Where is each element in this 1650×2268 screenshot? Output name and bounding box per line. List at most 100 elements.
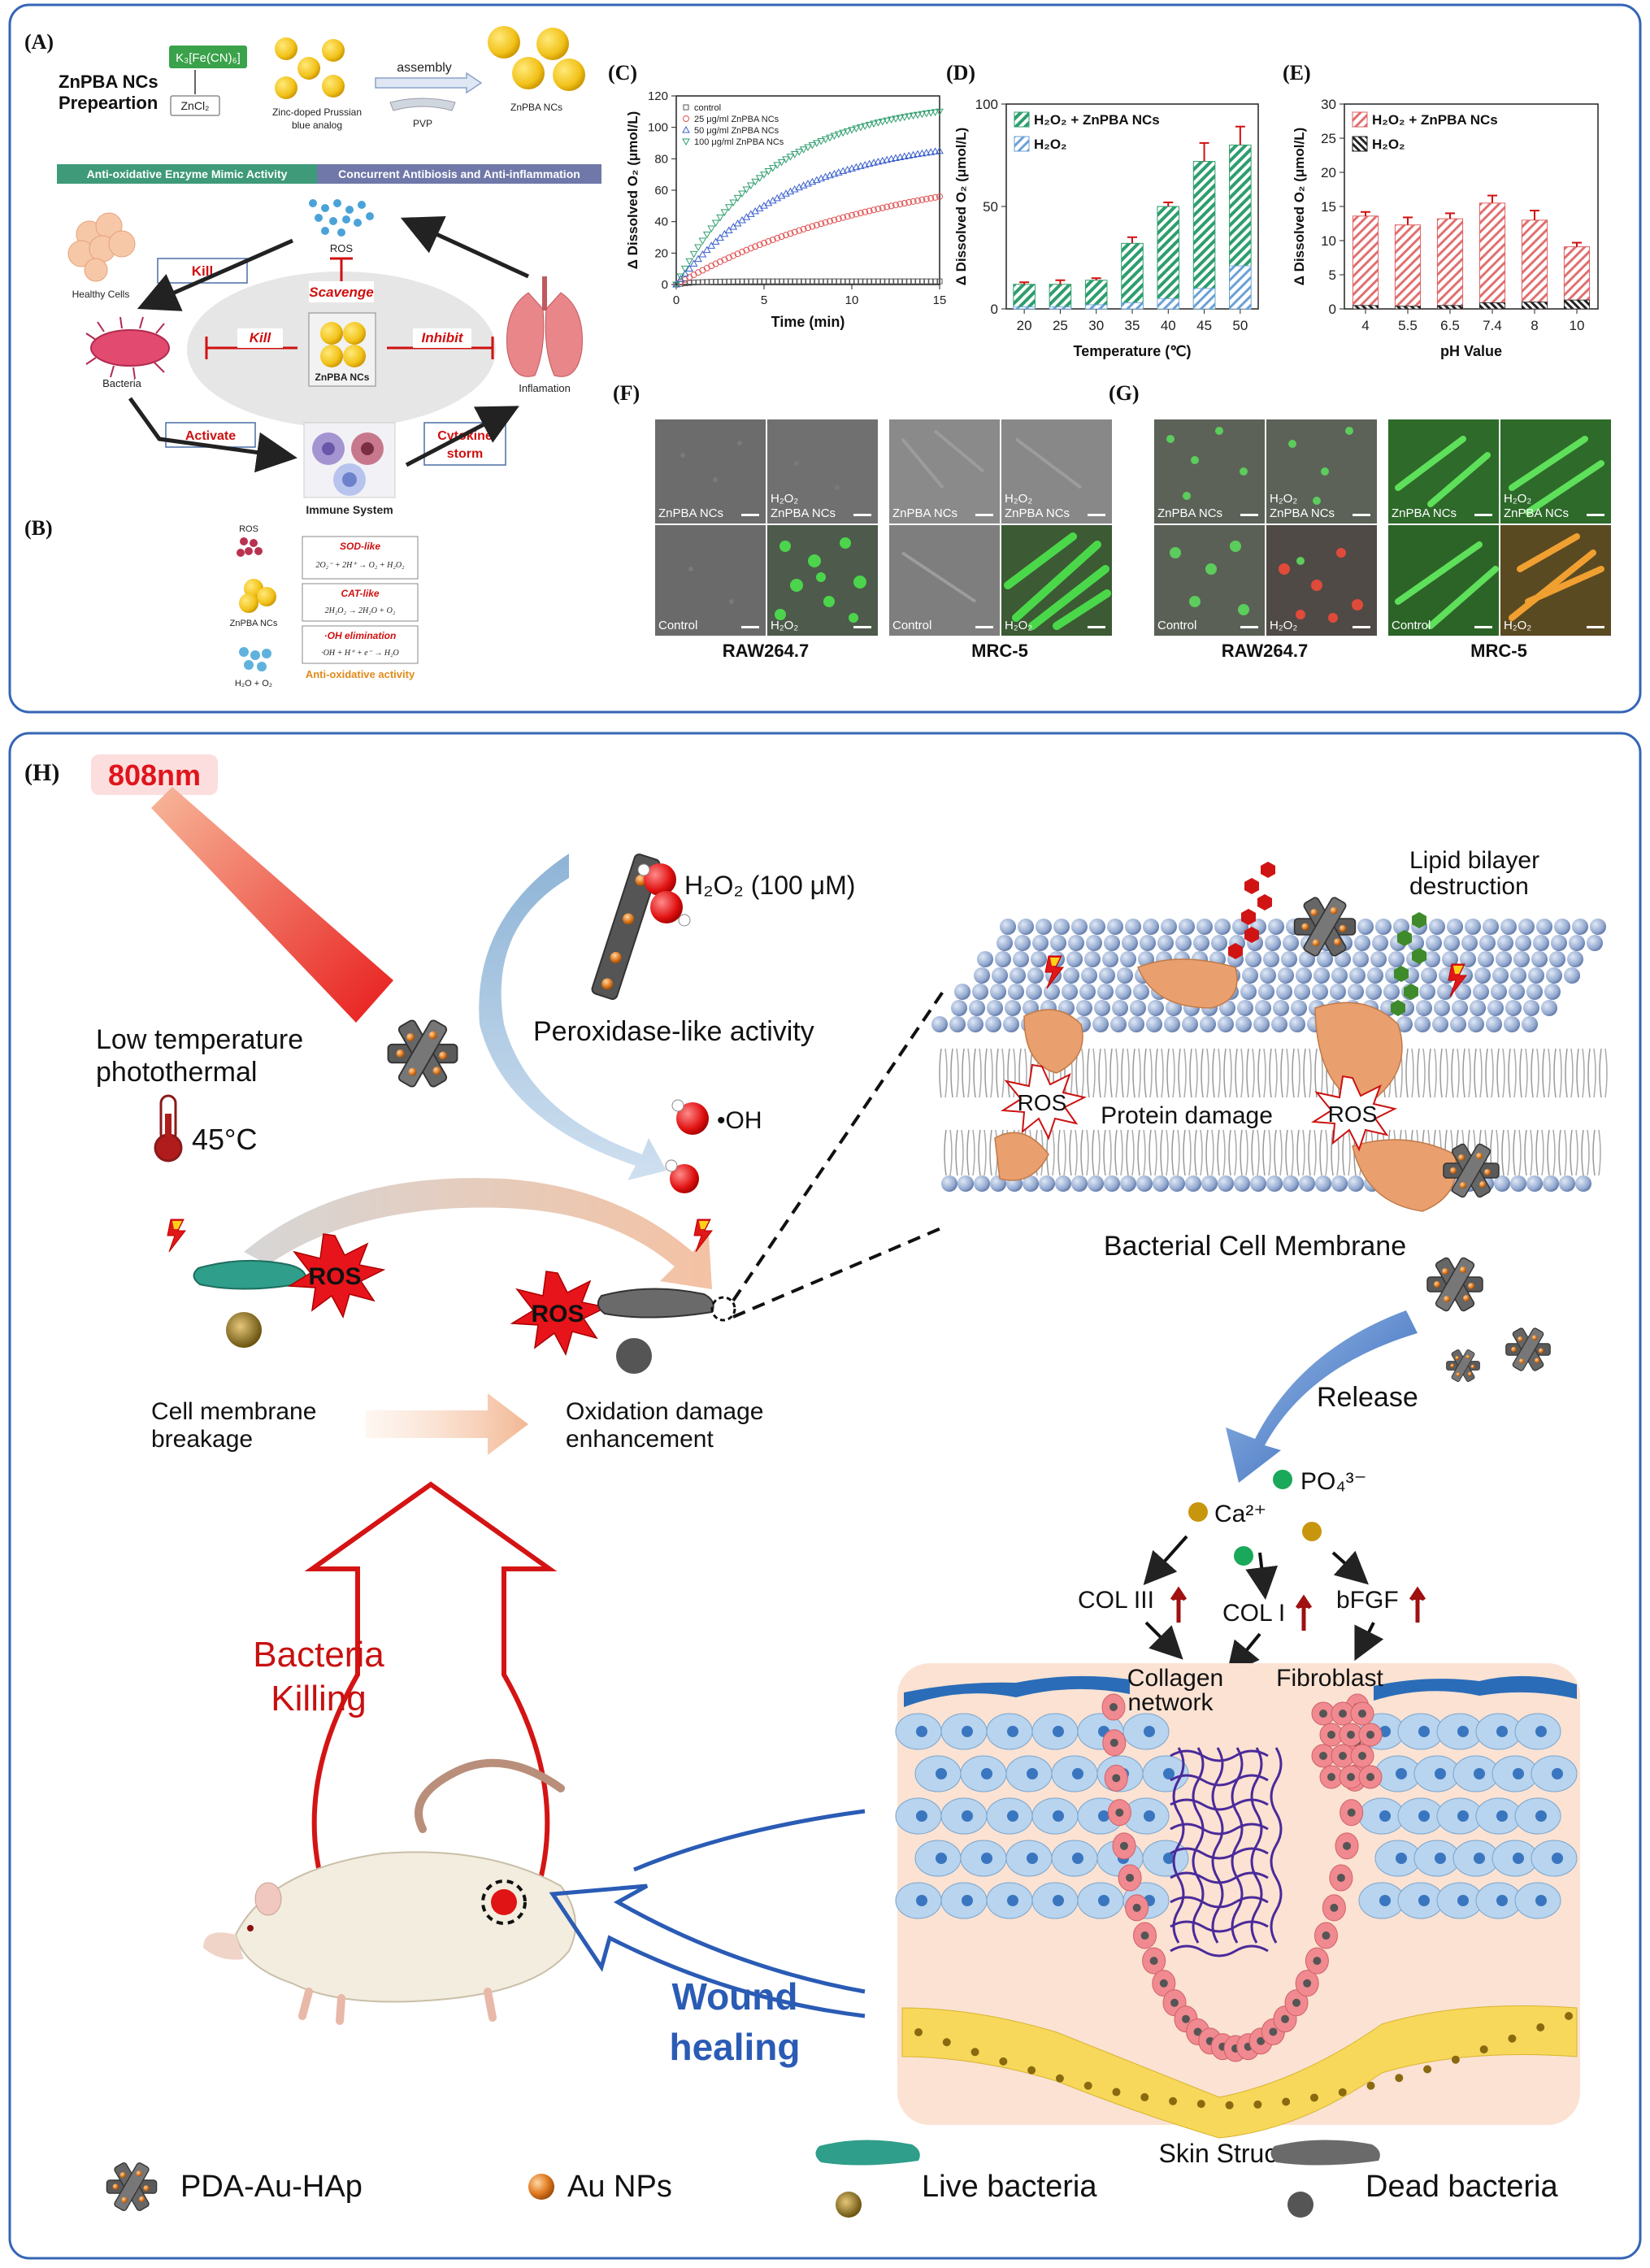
data-point <box>742 186 751 193</box>
kill-label-2: Killing <box>271 1679 366 1718</box>
lipid-tail <box>1252 1048 1255 1098</box>
lipid-head <box>1066 951 1083 967</box>
lipid-head <box>1112 1000 1128 1016</box>
lipid-head <box>1291 1000 1307 1016</box>
dermis-nucleus <box>1027 2066 1036 2075</box>
lipid-head <box>1014 935 1031 951</box>
legend-live-rod-icon <box>815 2140 920 2166</box>
h2o2-label: H₂O₂ (100 μM) <box>684 871 855 900</box>
data-point <box>751 178 760 186</box>
data-point <box>777 159 786 167</box>
data-point <box>896 153 905 160</box>
cell-nucleus <box>916 1895 927 1906</box>
data-point <box>691 280 697 286</box>
lipid-tail <box>1171 1129 1175 1176</box>
data-point <box>747 245 754 252</box>
data-point <box>897 201 904 208</box>
lipid-head <box>1424 951 1440 967</box>
lipid-head <box>1543 1175 1559 1192</box>
f-mrc-h2o2-znpba <box>1001 419 1112 524</box>
lipid-head <box>1473 984 1489 1000</box>
lipid-head <box>1260 967 1276 984</box>
data-point <box>672 281 680 289</box>
prussian-label-1: Zinc-doped Prussian <box>272 106 362 118</box>
data-point <box>818 278 824 285</box>
data-point <box>927 110 936 117</box>
lipid-head <box>1094 1000 1110 1016</box>
data-point <box>770 278 776 285</box>
lipid-head <box>1079 984 1096 1000</box>
lipid-tail <box>1183 1129 1186 1176</box>
f-mrc-label: MRC-5 <box>971 641 1028 661</box>
dermis-nucleus <box>1055 2074 1064 2083</box>
dermis-nucleus <box>1309 2093 1318 2102</box>
data-point <box>896 115 905 122</box>
data-point <box>716 214 724 222</box>
lipid-head <box>1421 967 1437 984</box>
data-point <box>927 278 934 285</box>
data-point <box>856 162 865 169</box>
lipid-tail <box>966 1129 970 1176</box>
lipid-head <box>1071 919 1088 935</box>
cell-nucleus <box>1552 1853 1563 1864</box>
data-point <box>752 243 759 250</box>
dermis-nucleus <box>1112 2088 1121 2096</box>
lipid-tail <box>1120 1129 1123 1176</box>
g-label-znpba-1: ZnPBA NCs <box>1157 506 1222 520</box>
cell-nucleus <box>1418 1895 1430 1906</box>
data-point <box>764 168 773 176</box>
lipid-head <box>1474 967 1491 984</box>
g-mrc-znpba <box>1388 419 1499 524</box>
bfgf-label: bFGF <box>1336 1587 1399 1614</box>
x-tick-label: 30 <box>1088 318 1104 333</box>
data-point <box>760 172 768 179</box>
sugar-chain <box>1412 948 1426 964</box>
data-point <box>878 118 887 126</box>
data-point <box>808 141 817 150</box>
cell-nucleus <box>936 1768 947 1779</box>
lipid-tail <box>1222 1129 1226 1176</box>
lipid-head <box>1478 951 1494 967</box>
lipid-tail <box>1552 1129 1556 1176</box>
data-point <box>888 278 895 285</box>
lipid-tail <box>1308 1129 1311 1176</box>
bacteria-killing-arrow <box>304 1481 558 1895</box>
lipid-tail <box>1451 1048 1454 1098</box>
data-point <box>724 204 733 211</box>
lipid-tail <box>1314 1048 1318 1098</box>
panel-a: (A) ZnPBA NCs Prepeartion K₃[Fe(CN)₆] Zn… <box>24 26 601 516</box>
data-point <box>874 158 883 165</box>
lipid-tail <box>1007 1048 1010 1098</box>
lipid-tail <box>1160 1129 1163 1176</box>
y-tick-label: 60 <box>654 184 668 198</box>
sugar-chain <box>1397 930 1412 946</box>
thermometer-icon <box>154 1094 183 1162</box>
bar <box>1229 265 1252 310</box>
breakage-label-2: breakage <box>151 1426 253 1453</box>
inhibit-label: Inhibit <box>422 330 464 345</box>
data-point <box>922 148 931 156</box>
membrane-protein <box>1137 958 1238 1009</box>
y-tick-label: 20 <box>654 246 668 260</box>
dermis-nucleus <box>1423 2065 1432 2074</box>
fibroblast-nucleus <box>1327 1731 1335 1739</box>
data-point <box>804 144 812 152</box>
cell-nucleus <box>1435 1768 1446 1779</box>
legend-pda-label: PDA-Au-HAp <box>180 2170 363 2204</box>
cell-nucleus <box>1535 1810 1547 1822</box>
data-point <box>729 223 738 230</box>
lipid-tail <box>1518 1129 1522 1176</box>
membrane-label: Bacterial Cell Membrane <box>1104 1231 1406 1262</box>
data-point <box>879 278 886 285</box>
lipid-head <box>1528 967 1544 984</box>
lipid-tail <box>979 1048 982 1098</box>
bar <box>1353 305 1379 310</box>
lipid-tail <box>1525 1048 1528 1098</box>
activate-label: Activate <box>185 429 236 443</box>
lipid-tail <box>1075 1129 1078 1176</box>
lipid-tail <box>1217 1129 1220 1176</box>
y-tick-label: 20 <box>1321 165 1336 180</box>
legend-label: 50 μg/ml ZnPBA NCs <box>694 126 779 136</box>
data-point <box>812 140 821 147</box>
